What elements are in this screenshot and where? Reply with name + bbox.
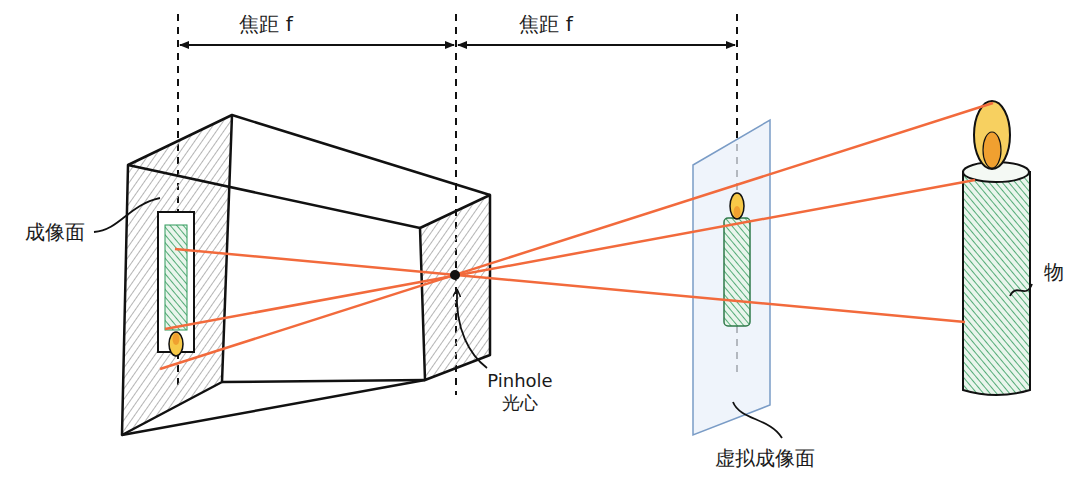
leader-line bbox=[94, 198, 1032, 438]
virtual-image-plane bbox=[693, 120, 770, 435]
light-ray bbox=[160, 103, 993, 369]
focal-dimension bbox=[178, 14, 737, 395]
object-candle bbox=[963, 101, 1030, 395]
inverted-image bbox=[158, 212, 194, 356]
focal-length-label: 焦距 f bbox=[519, 12, 572, 36]
focal-length-label: 焦距 f bbox=[239, 12, 292, 36]
pinhole-dot bbox=[450, 270, 460, 280]
object-label: 物 bbox=[1044, 260, 1064, 284]
camera-box bbox=[122, 115, 490, 435]
virtual-plane-label: 虚拟成像面 bbox=[715, 446, 815, 470]
pinhole-label: Pinhole 光心 bbox=[485, 370, 555, 413]
imaging-plane-label: 成像面 bbox=[25, 220, 85, 244]
